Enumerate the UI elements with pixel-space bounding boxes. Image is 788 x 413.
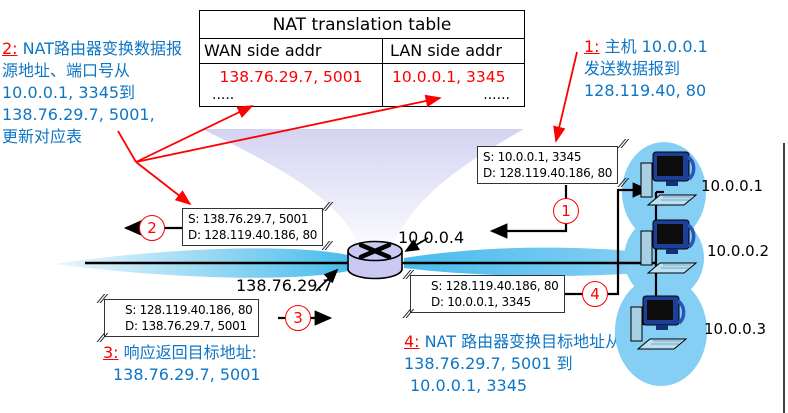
packet2-src: S: 138.76.29.7, 5001	[188, 212, 309, 226]
packet1-dst: D: 128.119.40.186, 80	[483, 166, 613, 180]
step1-number: 1:	[584, 37, 600, 56]
nat-table-header-lan: LAN side addr	[383, 39, 524, 64]
packet3-dst: D: 138.76.29.7, 5001	[125, 319, 247, 333]
step4-number: 4:	[404, 332, 420, 351]
router-lan-ip-pointer-arrow	[404, 237, 429, 252]
packet4-dst: D: 10.0.0.1, 3345	[431, 295, 531, 309]
packet3-src: S: 128.119.40.186, 80	[125, 303, 253, 317]
router-wan-ip-pointer-arrow	[315, 268, 339, 292]
note-step2: 2:NAT路由器变换数据报 源地址、端口号从 10.0.0.1, 3345到 1…	[2, 39, 183, 146]
packet4-box: S: 128.119.40.186, 80 D: 10.0.0.1, 3345	[410, 275, 565, 313]
nat-table-more-wan: .....	[200, 87, 384, 106]
router-lan-ip-label: 10.0.0.4	[398, 228, 465, 247]
note-step4: 4:NAT 路由器变换目标地址从 138.76.29.7, 5001 到 10.…	[404, 332, 622, 395]
nat-translation-table: NAT translation table WAN side addr LAN …	[199, 10, 525, 107]
router-wan-ip-label: 138.76.29.7	[236, 276, 333, 295]
note-step3: 3:响应返回目标地址: 138.76.29.7, 5001	[103, 343, 261, 384]
step3-number: 3:	[103, 343, 119, 362]
router-icon	[347, 240, 403, 280]
packet3-box: S: 128.119.40.186, 80 D: 138.76.29.7, 50…	[104, 299, 259, 337]
packet1-src: S: 10.0.0.1, 3345	[483, 150, 582, 164]
nat-table-entry-lan: 10.0.0.1, 3345	[392, 68, 506, 86]
host2-ip-label: 10.0.0.2	[707, 242, 770, 260]
packet2-dst: D: 128.119.40.186, 80	[188, 228, 318, 242]
nat-table-title: NAT translation table	[200, 11, 524, 39]
step2-badge: 2	[139, 215, 165, 241]
host1-ip-label: 10.0.0.1	[701, 177, 764, 195]
nat-table-entry-wan: 138.76.29.7, 5001	[200, 64, 384, 87]
nat-table-more-lan: ......	[483, 87, 510, 103]
packet4-src: S: 128.119.40.186, 80	[431, 279, 559, 293]
step3-badge: 3	[285, 305, 311, 331]
step4-badge: 4	[582, 281, 608, 307]
packet2-box: S: 138.76.29.7, 5001 D: 128.119.40.186, …	[182, 208, 324, 246]
step1-badge: 1	[553, 198, 579, 224]
nat-table-header-wan: WAN side addr	[200, 39, 384, 64]
host3-ip-label: 10.0.0.3	[704, 320, 767, 338]
note-step1: 1:主机 10.0.0.1 发送数据报到 128.119.40, 80	[584, 37, 708, 100]
packet1-box: S: 10.0.0.1, 3345 D: 128.119.40.186, 80	[477, 146, 619, 184]
step2-number: 2:	[2, 39, 18, 58]
